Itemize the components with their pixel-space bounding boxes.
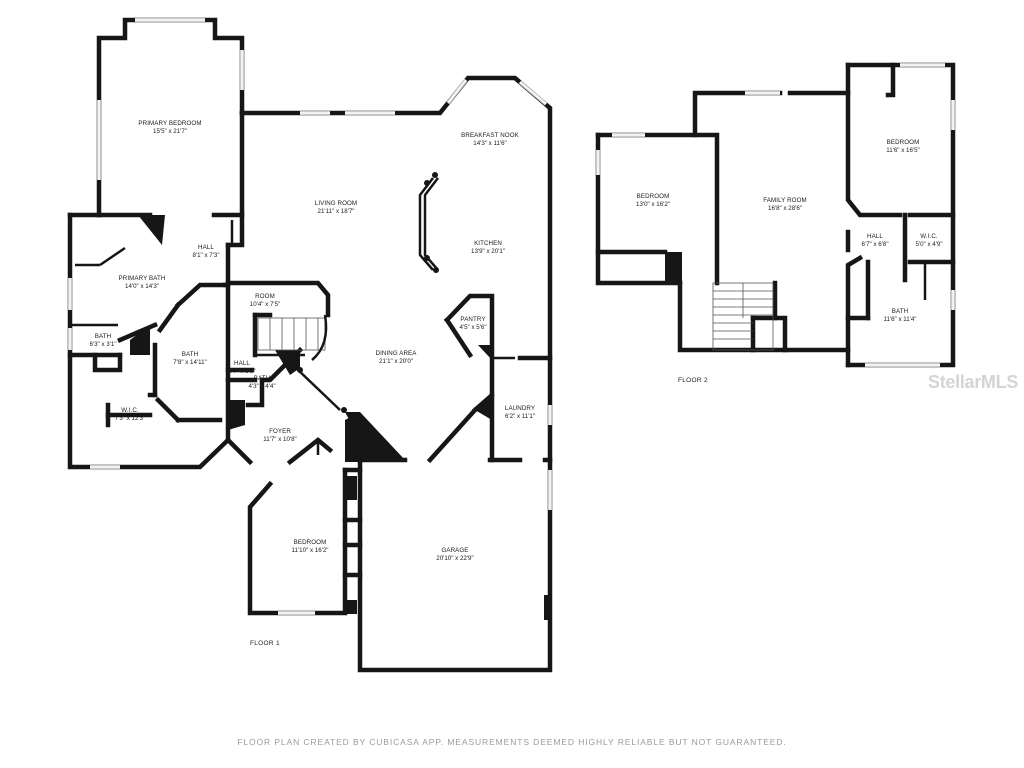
room-dimensions: 10'4" x 7'5" (249, 300, 281, 308)
room-dimensions: 8'1" x 7'3" (192, 251, 220, 259)
room-wic-2: W.I.C. 5'0" x 4'9" (915, 233, 942, 248)
room-bath-3: BATH 4'3" x 4'4" (248, 375, 275, 390)
room-name: BEDROOM (886, 139, 920, 146)
room-name: GARAGE (441, 547, 469, 554)
room-name: LIVING ROOM (314, 200, 358, 207)
room-bedroom-2: BEDROOM 13'0" x 16'2" (636, 193, 670, 208)
floor-2-walls (595, 62, 956, 368)
room-dimensions: 7'8" x 14'11" (173, 358, 207, 366)
floor-1-label: FLOOR 1 (250, 640, 280, 647)
stairs-floor-2 (712, 282, 774, 351)
room-family-room: FAMILY ROOM 16'8" x 28'6" (763, 197, 807, 212)
room-name: DINING AREA (375, 350, 417, 357)
room-dimensions: 6'2" x 11'1" (504, 412, 536, 420)
room-bath-4: BATH 11'6" x 11'4" (883, 308, 916, 323)
room-name: HALL (198, 244, 214, 251)
room-primary-bath: PRIMARY BATH 14'0" x 14'3" (119, 275, 166, 290)
room-dimensions: 5'0" x 4'9" (915, 240, 943, 248)
room-kitchen: KITCHEN 13'9" x 20'1" (471, 240, 505, 255)
room-dimensions: 6'3" x 3'1" (89, 340, 117, 348)
room-name: LAUNDRY (504, 405, 536, 412)
floor-2-label: FLOOR 2 (678, 377, 708, 384)
room-name: BEDROOM (293, 539, 327, 546)
room-room: ROOM 10'4" x 7'5" (250, 293, 281, 308)
room-foyer: FOYER 11'7" x 10'8" (263, 428, 296, 443)
room-living-room: LIVING ROOM 21'11" x 18'7" (315, 200, 357, 215)
room-name: BATH (181, 351, 199, 358)
room-name: ROOM (255, 293, 275, 300)
room-name: PANTRY (460, 316, 486, 323)
room-name: W.I.C. (920, 233, 938, 240)
room-name: FAMILY ROOM (763, 197, 807, 204)
room-dimensions: 7'3" x 12'3" (114, 414, 146, 422)
room-dimensions: 20'10" x 22'9" (436, 554, 474, 562)
room-dining-area: DINING AREA 21'1" x 20'0" (376, 350, 417, 365)
floor-1-walls (67, 17, 553, 673)
room-dimensions: 11'10" x 16'2" (291, 546, 329, 554)
room-name: PRIMARY BATH (118, 275, 166, 282)
room-dimensions: 21'11" x 18'7" (317, 207, 355, 215)
room-bath-2: BATH 7'8" x 14'11" (173, 351, 206, 366)
room-name: HALL (867, 233, 883, 240)
room-hall-1: HALL 8'1" x 7'3" (192, 244, 219, 259)
room-name: FOYER (269, 428, 291, 435)
room-wic-1: W.I.C. 7'3" x 12'3" (115, 407, 146, 422)
room-name: BREAKFAST NOOK (461, 132, 519, 139)
room-bedroom-1: BEDROOM 11'10" x 16'2" (292, 539, 329, 554)
room-dimensions: 11'6" x 16'5" (886, 146, 920, 154)
room-primary-bedroom: PRIMARY BEDROOM 15'5" x 21'7" (138, 120, 201, 135)
room-dimensions: 14'3" x 11'6" (473, 139, 507, 147)
room-name: KITCHEN (474, 240, 502, 247)
room-dimensions: 4'3" x 4'4" (248, 382, 276, 390)
room-hall-3: HALL 6'7" x 6'8" (861, 233, 888, 248)
room-bedroom-3: BEDROOM 11'6" x 16'5" (886, 139, 919, 154)
stairs-floor-1 (257, 314, 347, 413)
room-dimensions: 11'6" x 11'4" (883, 315, 917, 323)
room-name: W.I.C. (121, 407, 139, 414)
watermark-logo: StellarMLS (928, 372, 1019, 392)
room-dimensions: 13'9" x 20'1" (471, 247, 505, 255)
room-name: BEDROOM (636, 193, 670, 200)
room-dimensions: 16'8" x 28'6" (768, 204, 802, 212)
room-dimensions: 14'0" x 14'3" (125, 282, 159, 290)
footer-disclaimer: FLOOR PLAN CREATED BY CUBICASA APP. MEAS… (237, 737, 787, 747)
room-dimensions: 21'1" x 20'0" (379, 357, 413, 365)
room-garage: GARAGE 20'10" x 22'9" (436, 547, 473, 562)
room-dimensions: 4'5" x 5'6" (459, 323, 487, 331)
room-dimensions: 15'5" x 21'7" (153, 127, 187, 135)
room-pantry: PANTRY 4'5" x 5'6" (459, 316, 486, 331)
room-dimensions: 6'7" x 6'8" (861, 240, 889, 248)
room-hall-2: HALL 3'7" x 3'8" (228, 360, 255, 375)
room-laundry: LAUNDRY 6'2" x 11'1" (505, 405, 535, 420)
room-dimensions: 13'0" x 16'2" (636, 200, 670, 208)
room-name: BATH (253, 375, 271, 382)
room-dimensions: 3'7" x 3'8" (228, 367, 256, 375)
room-name: BATH (891, 308, 909, 315)
room-breakfast-nook: BREAKFAST NOOK 14'3" x 11'6" (461, 132, 519, 147)
floor-2-windows (596, 63, 955, 367)
room-bath-small: BATH 6'3" x 3'1" (89, 333, 116, 348)
room-name: PRIMARY BEDROOM (138, 120, 202, 127)
room-dimensions: 11'7" x 10'8" (263, 435, 297, 443)
room-name: BATH (94, 333, 112, 340)
floor-1-windows (68, 18, 552, 615)
room-name: HALL (234, 360, 250, 367)
